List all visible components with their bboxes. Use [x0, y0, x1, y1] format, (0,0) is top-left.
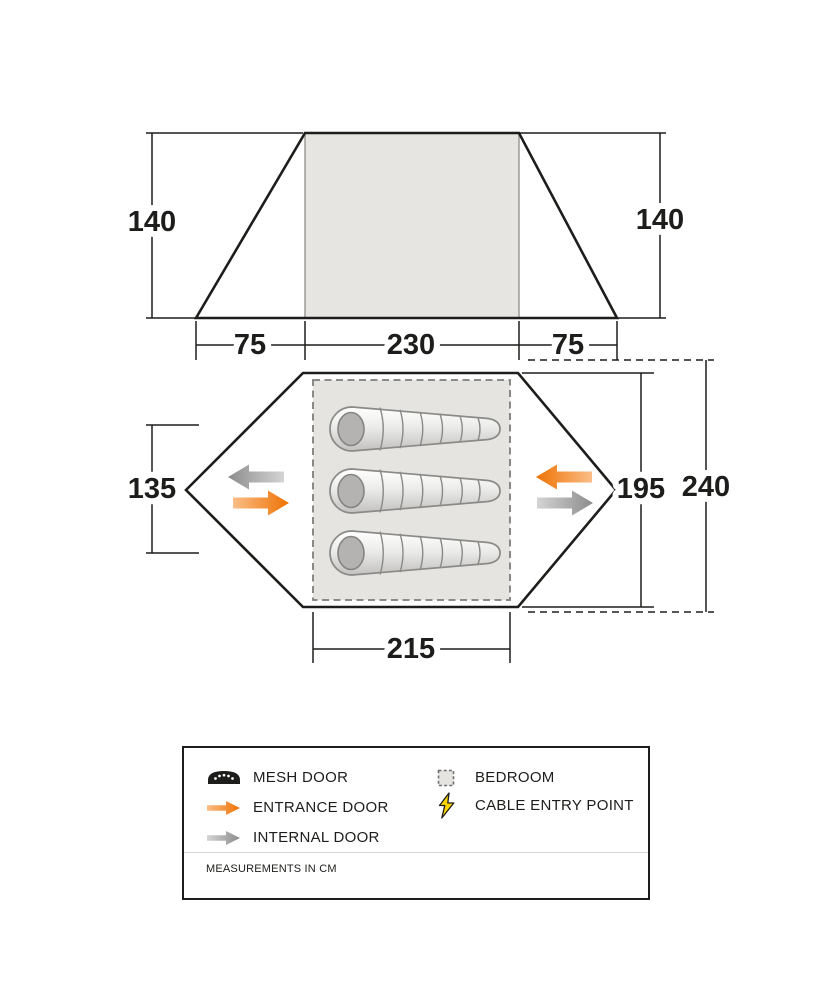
legend-item-bedroom: BEDROOM: [428, 764, 555, 791]
elevation-bedroom-panel: [304, 132, 520, 319]
dim-porch-left-width: 75: [234, 329, 266, 361]
legend-item-internal-door: INTERNAL DOOR: [206, 824, 380, 851]
dim-bedroom-width: 230: [387, 329, 435, 361]
elevation-dimension-lines: [146, 132, 666, 360]
cable-entry-bolt-icon: [428, 792, 464, 819]
tent-elevation-outline: [193, 131, 620, 320]
dim-bedroom-length: 215: [387, 633, 435, 665]
internal-door-arrow-icon: [206, 830, 242, 846]
legend-item-cable-entry: CABLE ENTRY POINT: [428, 792, 634, 819]
dim-left-door-width: 135: [128, 473, 176, 505]
legend-label-mesh-door: MESH DOOR: [253, 769, 349, 786]
dim-overall-width: 240: [682, 471, 730, 503]
dim-inner-width: 195: [617, 473, 665, 505]
mesh-door-icon: [206, 770, 242, 785]
legend-label-internal-door: INTERNAL DOOR: [253, 829, 380, 846]
elevation-view: 140 140 75 230 75: [122, 131, 690, 367]
measurements-note: MEASUREMENTS IN CM: [206, 863, 337, 875]
entrance-door-arrow-icon: [206, 800, 242, 816]
legend-divider: [184, 852, 648, 853]
dim-elevation-height-left: 140: [128, 206, 176, 238]
bedroom-swatch-icon: [428, 769, 464, 787]
legend-item-entrance-door: ENTRANCE DOOR: [206, 794, 389, 821]
dim-elevation-height-right: 140: [636, 204, 684, 236]
legend-item-mesh-door: MESH DOOR: [206, 764, 348, 791]
legend-box: MESH DOOR ENTRANCE DOOR INTERNAL DOOR: [182, 746, 650, 900]
floorplan-dimension-lines: [146, 359, 714, 663]
floorplan-view: 135 195 240 215: [122, 359, 736, 671]
legend-label-bedroom: BEDROOM: [475, 769, 555, 786]
dim-porch-right-width: 75: [552, 329, 584, 361]
legend-label-entrance-door: ENTRANCE DOOR: [253, 799, 389, 816]
legend-label-cable-entry: CABLE ENTRY POINT: [475, 797, 634, 814]
